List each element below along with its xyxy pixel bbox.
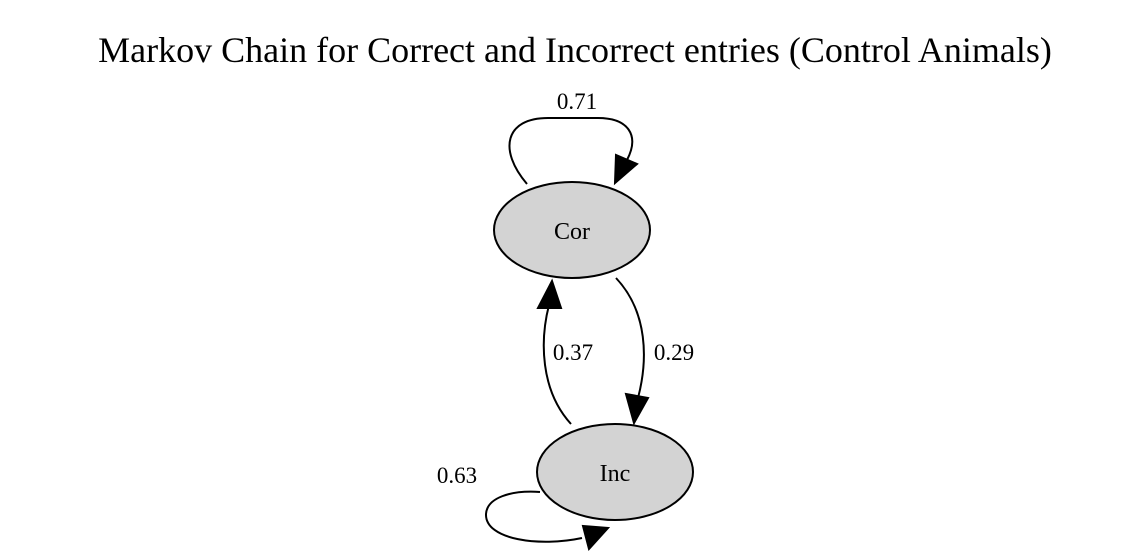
edge-cor-to-inc-label: 0.29 — [654, 340, 694, 365]
edge-inc-to-inc-line — [484, 490, 583, 543]
edge-inc-to-inc: 0.63 — [437, 463, 611, 552]
node-cor: Cor — [493, 181, 651, 279]
node-inc-label: Inc — [600, 461, 631, 487]
edge-cor-to-cor-arrowhead — [613, 153, 639, 186]
edge-cor-to-cor-line — [508, 117, 634, 185]
edge-cor-to-cor: 0.71 — [508, 89, 639, 186]
node-inc-shape — [536, 423, 694, 521]
node-cor-label: Cor — [554, 219, 590, 245]
edge-inc-to-inc-label: 0.63 — [437, 463, 477, 488]
edge-inc-to-cor-arrowhead — [536, 278, 563, 309]
edge-cor-to-inc: 0.29 — [615, 277, 694, 426]
edge-inc-to-inc-arrowhead — [581, 524, 611, 552]
edge-inc-to-cor: 0.37 — [536, 278, 593, 425]
edge-cor-to-cor-label: 0.71 — [557, 89, 597, 114]
node-inc: Inc — [536, 423, 694, 521]
diagram-title: Markov Chain for Correct and Incorrect e… — [98, 30, 1052, 70]
edge-cor-to-inc-arrowhead — [624, 392, 650, 426]
edge-inc-to-cor-line — [542, 304, 572, 425]
edge-cor-to-inc-line — [615, 277, 645, 399]
edge-inc-to-cor-label: 0.37 — [553, 340, 593, 365]
node-cor-shape — [493, 181, 651, 279]
